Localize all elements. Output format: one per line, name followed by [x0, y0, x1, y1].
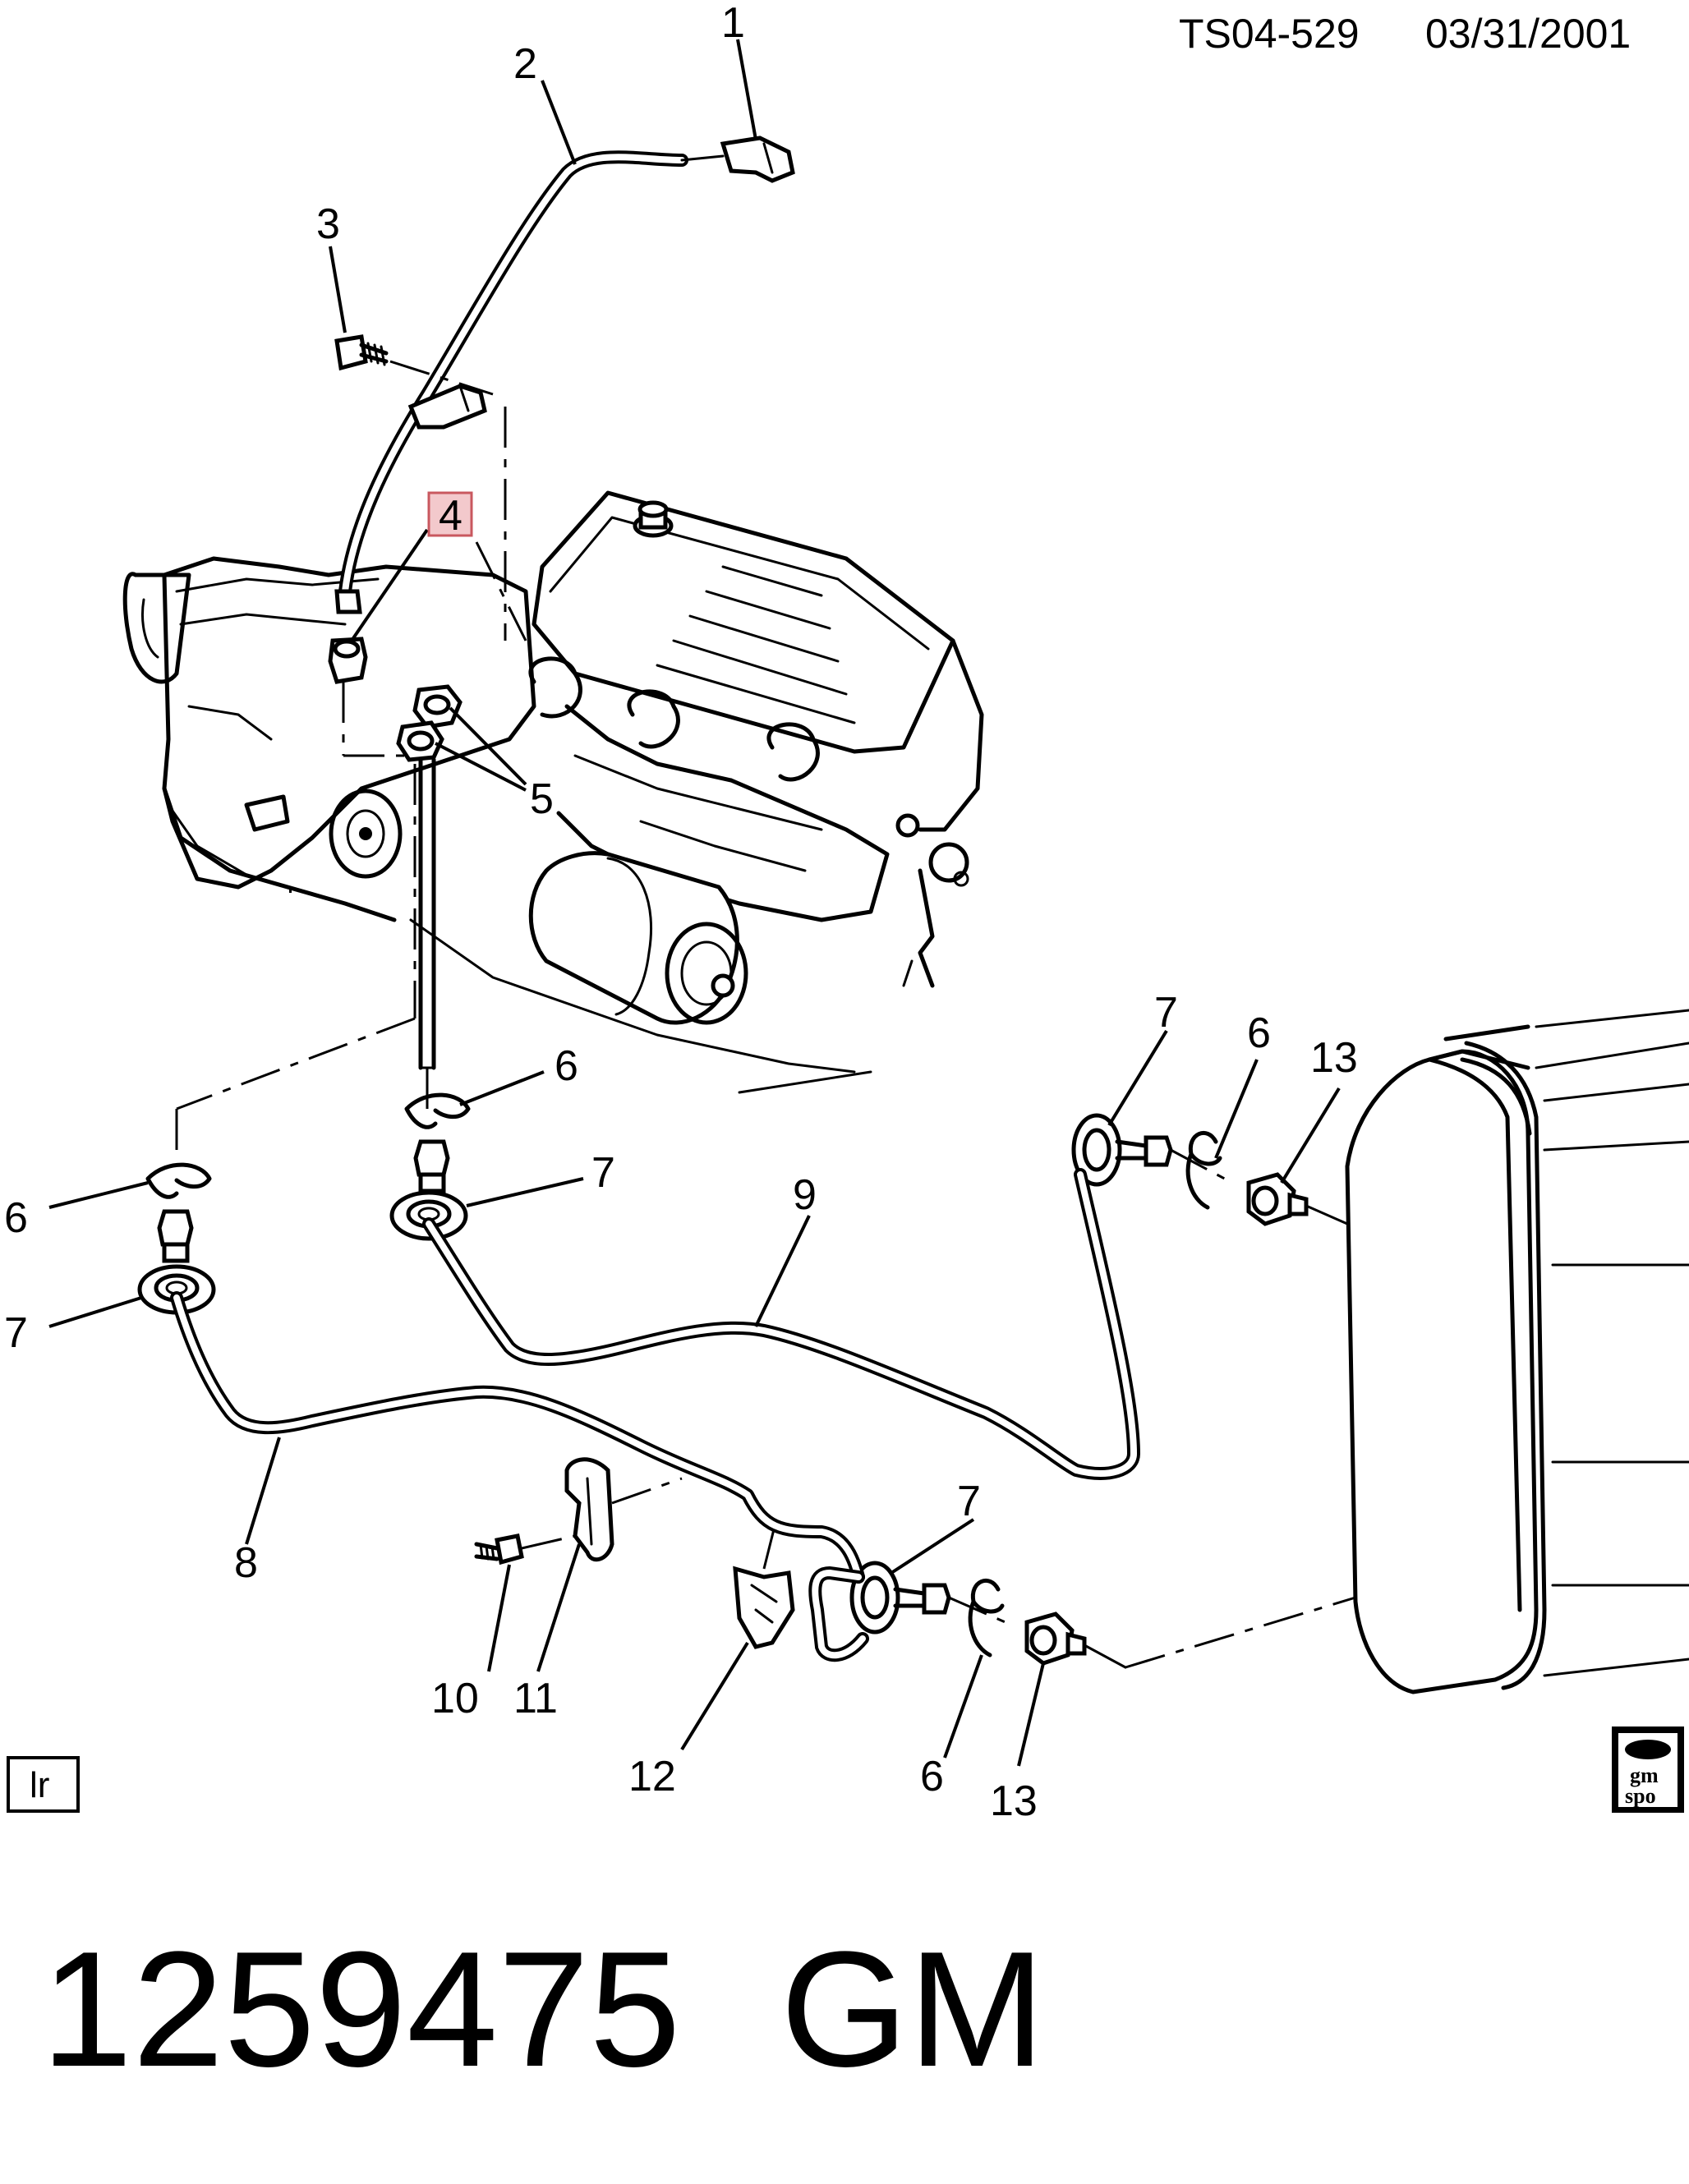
callout-9: 9	[793, 1171, 817, 1219]
brand-name: GM	[780, 1918, 1045, 2101]
callout-13-lower: 13	[990, 1777, 1038, 1825]
callout-10: 10	[431, 1675, 479, 1722]
oil-cooler-fittings	[396, 684, 463, 762]
dipstick-bolt	[334, 334, 494, 396]
line-clip	[733, 1519, 795, 1649]
logo-line-2: spo	[1625, 1784, 1656, 1808]
dipstick-lower-fittings	[328, 589, 368, 684]
cooler-line-upper	[422, 1168, 1140, 1480]
view-code-label: lr	[30, 1765, 49, 1805]
line-clamp	[564, 1457, 683, 1562]
callout-5: 5	[530, 775, 554, 823]
retainer-clip-left	[145, 1162, 212, 1199]
dipstick-tube-bracket	[407, 384, 487, 430]
callout-4: 4	[439, 492, 463, 540]
leader-lines	[48, 39, 1341, 1767]
callout-6-lower-right: 6	[920, 1753, 944, 1800]
valve-cover	[532, 490, 955, 754]
callout-13-upper: 13	[1310, 1034, 1358, 1082]
callout-1: 1	[721, 0, 745, 47]
callout-8: 8	[234, 1539, 258, 1587]
connector-fitting-center	[413, 1139, 450, 1193]
callout-11: 11	[513, 1675, 558, 1722]
dipstick-tube	[338, 150, 725, 598]
gm-spo-logo: gm spo	[1612, 1727, 1684, 1813]
cooler-line-lower	[170, 1291, 869, 1662]
diagram-code: TS04-529	[1179, 11, 1360, 57]
callout-7-center: 7	[591, 1149, 615, 1197]
retainer-clip-upper-right	[1185, 1130, 1222, 1210]
mounting-bolt	[474, 1533, 576, 1566]
engine-illustration	[122, 490, 984, 1094]
diagram-date: 03/31/2001	[1425, 11, 1631, 57]
callout-3: 3	[316, 200, 340, 248]
callout-6-upper: 6	[555, 1042, 578, 1090]
logo-line-1: gm	[1630, 1763, 1659, 1787]
callout-7-left: 7	[4, 1309, 28, 1357]
callout-12: 12	[628, 1753, 676, 1800]
view-code-box: lr	[7, 1756, 80, 1813]
grommet-lower-right	[849, 1561, 951, 1635]
callout-2: 2	[513, 40, 537, 88]
part-number: 1259475	[41, 1918, 681, 2101]
dipstick-handle	[720, 136, 795, 183]
connector-fitting-left	[157, 1209, 194, 1263]
retainer-clip-upper	[404, 1092, 471, 1129]
fitting-nut-lower	[1024, 1612, 1127, 1669]
grommet-upper-right	[1071, 1113, 1173, 1187]
callout-6-left: 6	[4, 1194, 28, 1242]
oil-filter	[528, 851, 748, 1025]
radiator	[1345, 1009, 1689, 1694]
callout-7-lower-right: 7	[957, 1478, 981, 1525]
pulley	[329, 789, 403, 879]
grommet-center	[389, 1190, 468, 1241]
callout-6-upper-right: 6	[1247, 1009, 1271, 1057]
callout-7-upper-right: 7	[1154, 989, 1178, 1037]
callout-4-highlight: 4	[427, 491, 473, 540]
fitting-nut-upper	[1246, 1172, 1349, 1226]
